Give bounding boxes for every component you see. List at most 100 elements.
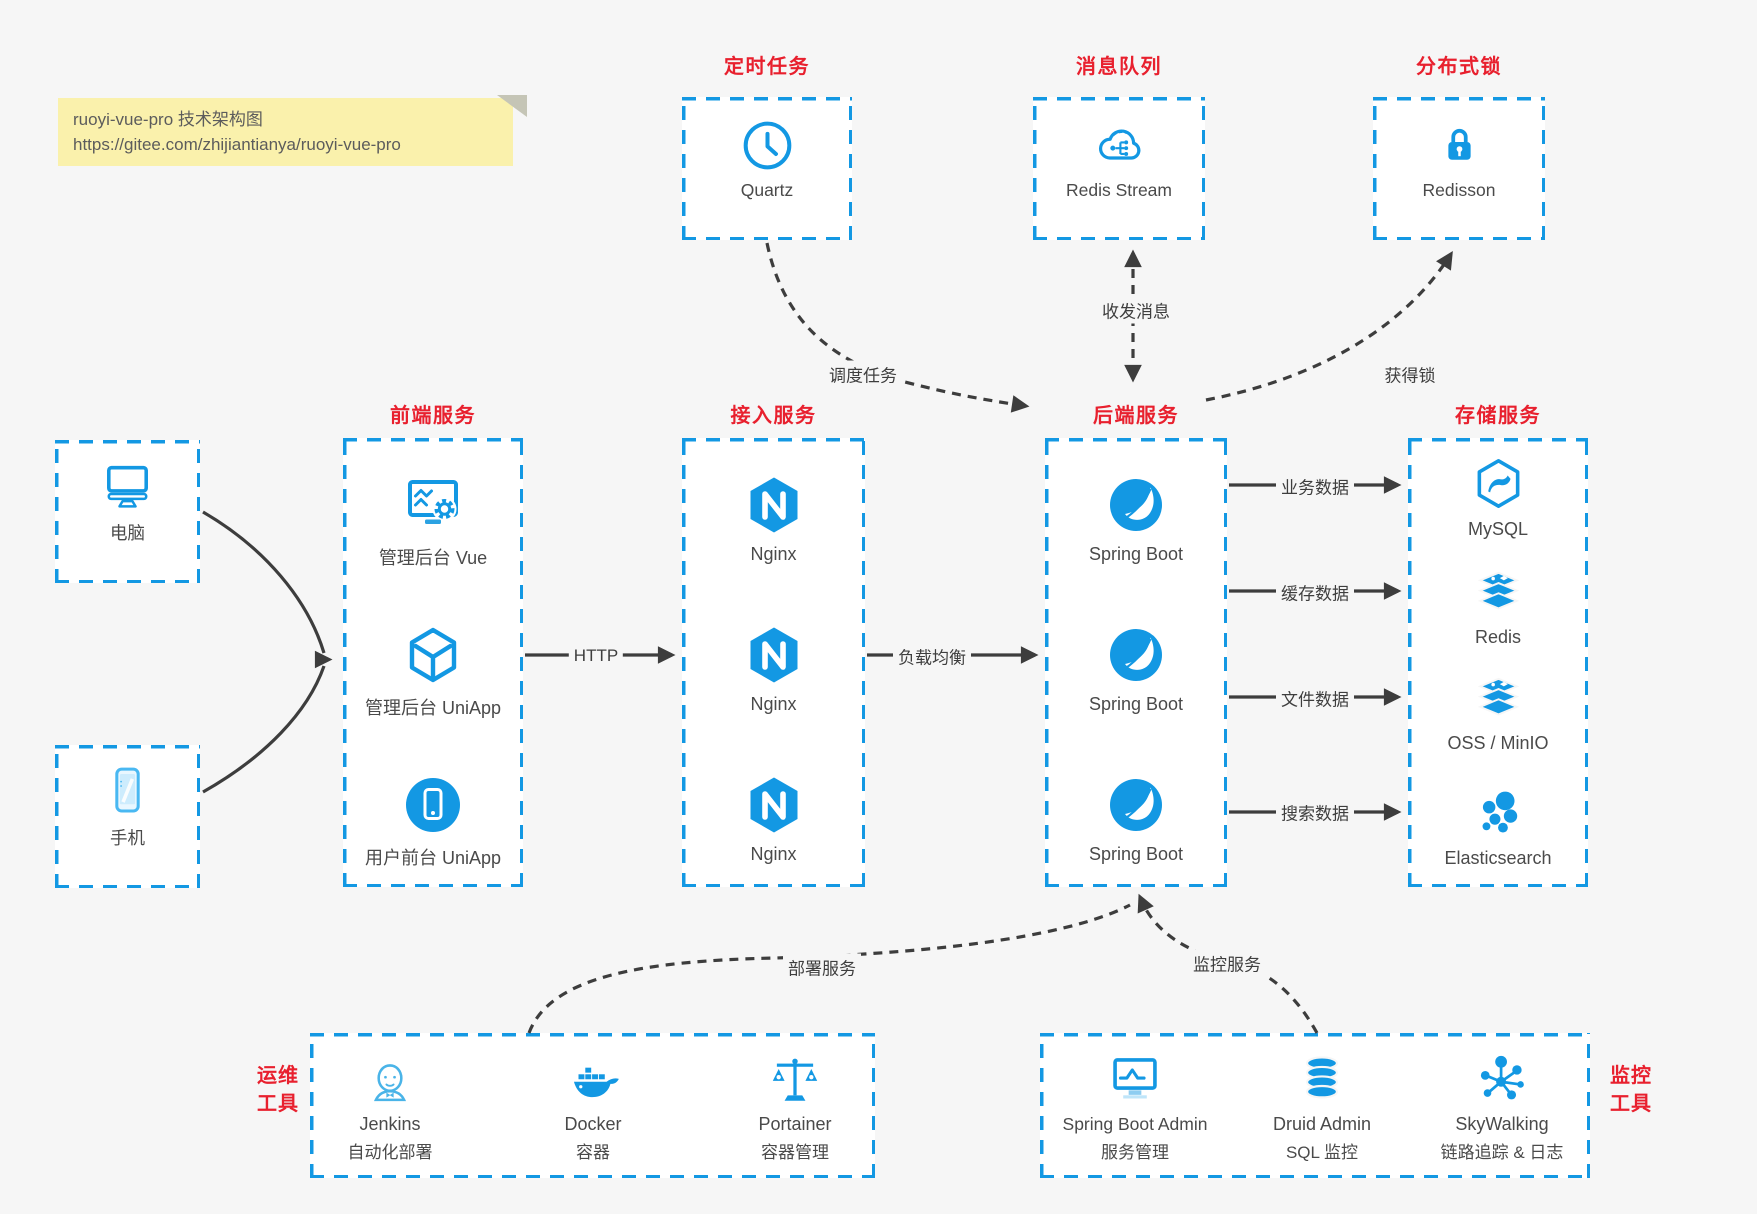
redis-stack-icon [1477, 571, 1519, 610]
node-label-user-uniapp: 用户前台 UniApp [364, 848, 502, 868]
edge-pc-path [202, 510, 326, 654]
node-label-oss-minio: OSS / MinIO [1447, 733, 1549, 753]
group-box-queue: Redis Stream [1033, 97, 1205, 240]
node-user-uniapp: 用户前台 UniApp [343, 773, 523, 870]
nginx-icon [750, 627, 797, 683]
elasticsearch-cluster-icon [1482, 791, 1517, 833]
edge-label-deploy: 部署服务 [783, 953, 861, 981]
client-label-pc: 电脑 [110, 523, 145, 543]
group-title-ops: 运维 工具 [257, 1065, 299, 1115]
node-label-portainer: Portainer [758, 1114, 832, 1134]
node-label-jenkins: Jenkins [359, 1114, 421, 1134]
edge-mobile-path [202, 665, 326, 794]
node-portainer: Portainer 容器管理 [715, 1050, 875, 1163]
jenkins-butler-icon [373, 1064, 407, 1102]
node-label-nginx-2: Nginx [750, 694, 797, 714]
node-label-springboot-admin: Spring Boot Admin [1062, 1114, 1208, 1134]
group-box-backend: Spring Boot Spring Boot Spring Boot [1045, 438, 1227, 887]
node-label-admin-uniapp: 管理后台 UniApp [364, 698, 502, 718]
node-label-redis-stream: Redis Stream [1065, 180, 1172, 200]
node-label-druid-admin: Druid Admin [1272, 1114, 1372, 1134]
group-box-scheduler: Quartz [682, 97, 852, 240]
note-url: https://gitee.com/zhijiantianya/ruoyi-vu… [73, 135, 401, 154]
node-docker: Docker 容器 [513, 1050, 673, 1163]
node-nginx-3: Nginx [682, 773, 865, 865]
group-box-frontend: 管理后台 Vue 管理后台 UniApp 用户前台 UniApp [343, 438, 523, 887]
edge-label-schedule: 调度任务 [824, 360, 902, 388]
nginx-icon [750, 777, 797, 833]
node-admin-vue: 管理后台 Vue [343, 473, 523, 570]
node-label-docker: Docker [564, 1114, 622, 1134]
node-label-redisson: Redisson [1422, 180, 1496, 200]
nginx-icon [750, 477, 797, 533]
group-title-queue: 消息队列 [1076, 56, 1162, 78]
node-admin-uniapp: 管理后台 UniApp [343, 623, 523, 720]
sticky-note: ruoyi-vue-pro 技术架构图 https://gitee.com/zh… [58, 95, 527, 166]
node-label-elasticsearch: Elasticsearch [1444, 848, 1552, 868]
admin-dashboard-icon [408, 480, 458, 524]
group-title-lock: 分布式锁 [1416, 56, 1502, 78]
edge-label-http: HTTP [568, 645, 624, 667]
druid-database-icon [1305, 1056, 1339, 1099]
padlock-icon [1447, 128, 1471, 160]
node-desc-portainer: 容器管理 [761, 1143, 829, 1162]
node-druid-admin: Druid Admin SQL 监控 [1242, 1050, 1402, 1163]
node-springboot-2: Spring Boot [1045, 623, 1227, 715]
docker-whale-icon [573, 1067, 619, 1098]
group-box-monitoring: Spring Boot Admin 服务管理 Druid Admin SQL 监… [1040, 1033, 1590, 1178]
group-title-gateway: 接入服务 [730, 405, 817, 427]
node-desc-springboot-admin: 服务管理 [1101, 1143, 1169, 1162]
group-title-scheduler: 定时任务 [724, 56, 810, 78]
object-storage-stack-icon [1477, 677, 1519, 716]
node-label-springboot-3: Spring Boot [1088, 844, 1184, 864]
edge-label-search-data: 搜索数据 [1276, 798, 1354, 826]
mysql-icon [1477, 459, 1519, 508]
node-nginx-2: Nginx [682, 623, 865, 715]
admin-monitor-icon [1113, 1058, 1157, 1099]
portainer-scale-icon [772, 1058, 818, 1101]
client-box-pc: 电脑 [55, 440, 200, 583]
edge-label-loadbalance: 负载均衡 [893, 642, 971, 670]
node-label-nginx-1: Nginx [750, 544, 797, 564]
spring-icon [1110, 479, 1162, 531]
node-springboot-1: Spring Boot [1045, 473, 1227, 565]
cloud-stream-icon [1098, 129, 1140, 160]
clock-icon [743, 121, 791, 170]
skywalking-topology-icon [1480, 1055, 1524, 1100]
desktop-icon [107, 465, 148, 508]
smartphone-icon [115, 767, 140, 813]
edge-label-messaging: 收发消息 [1097, 296, 1175, 324]
node-springboot-3: Spring Boot [1045, 773, 1227, 865]
node-label-admin-vue: 管理后台 Vue [378, 548, 488, 568]
note-fold-corner [497, 95, 527, 117]
group-title-storage: 存储服务 [1455, 405, 1541, 427]
node-label-mysql: MySQL [1467, 519, 1528, 539]
node-desc-jenkins: 自动化部署 [347, 1143, 433, 1162]
node-mysql: MySQL [1408, 455, 1588, 540]
node-label-skywalking: SkyWalking [1455, 1114, 1549, 1134]
edge-label-monitor: 监控服务 [1188, 949, 1266, 977]
spring-icon [1110, 629, 1162, 681]
edge-label-cache-data: 缓存数据 [1276, 578, 1354, 606]
client-box-mobile: 手机 [55, 745, 200, 888]
node-label-redis: Redis [1474, 627, 1522, 647]
mobile-app-circle-icon [406, 778, 460, 832]
node-elasticsearch: Elasticsearch [1408, 784, 1588, 869]
node-oss-minio: OSS / MinIO [1408, 669, 1588, 754]
group-box-gateway: Nginx Nginx Nginx [682, 438, 865, 887]
node-springboot-admin: Spring Boot Admin 服务管理 [1055, 1050, 1215, 1163]
spring-icon [1110, 779, 1162, 831]
node-label-quartz: Quartz [740, 180, 794, 200]
group-title-monitoring: 监控 工具 [1610, 1065, 1652, 1115]
node-nginx-1: Nginx [682, 473, 865, 565]
client-label-mobile: 手机 [110, 828, 145, 848]
node-label-springboot-1: Spring Boot [1088, 544, 1184, 564]
node-skywalking: SkyWalking 链路追踪 & 日志 [1422, 1050, 1582, 1163]
note-title: ruoyi-vue-pro 技术架构图 [73, 110, 263, 129]
node-label-springboot-2: Spring Boot [1088, 694, 1184, 714]
group-title-backend: 后端服务 [1093, 405, 1179, 427]
node-desc-skywalking: 链路追踪 & 日志 [1440, 1143, 1564, 1162]
node-desc-druid-admin: SQL 监控 [1285, 1143, 1359, 1162]
edge-label-file-data: 文件数据 [1276, 684, 1354, 712]
